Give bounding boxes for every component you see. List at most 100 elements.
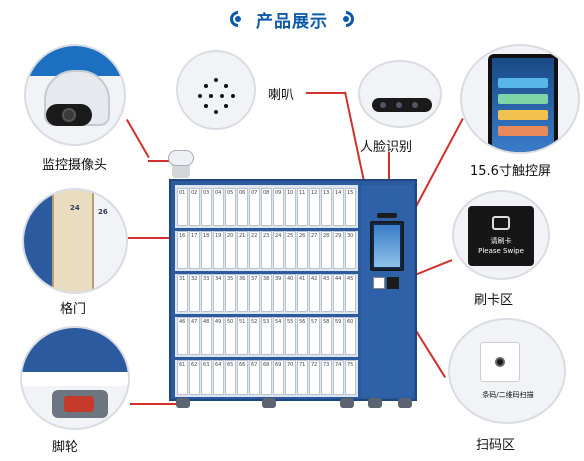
locker-door[interactable]: 60	[345, 317, 356, 355]
locker-door[interactable]: 29	[333, 231, 344, 269]
locker-door[interactable]: 42	[309, 274, 320, 312]
face-camera-bar-icon	[372, 98, 432, 112]
locker-door[interactable]: 54	[273, 317, 284, 355]
locker-door[interactable]: 37	[249, 274, 260, 312]
locker-door[interactable]: 61	[177, 360, 188, 395]
locker-door[interactable]: 58	[321, 317, 332, 355]
locker-door[interactable]: 16	[177, 231, 188, 269]
camera-label: 监控摄像头	[42, 158, 108, 173]
locker-door[interactable]: 05	[225, 188, 236, 226]
locker-door[interactable]: 13	[321, 188, 332, 226]
locker-door[interactable]: 57	[309, 317, 320, 355]
locker-door[interactable]: 12	[309, 188, 320, 226]
locker-door[interactable]: 39	[273, 274, 284, 312]
camera-lens-icon	[62, 108, 76, 122]
touchscreen-label: 15.6寸触控屏	[470, 164, 551, 179]
locker-door[interactable]: 32	[189, 274, 200, 312]
locker-door[interactable]: 64	[213, 360, 224, 395]
caster-wheel	[398, 398, 412, 408]
locker-door[interactable]: 18	[201, 231, 212, 269]
locker-door[interactable]: 23	[261, 231, 272, 269]
locker-door[interactable]: 31	[177, 274, 188, 312]
locker-door[interactable]: 03	[201, 188, 212, 226]
scanner-lens-icon	[495, 357, 505, 367]
face-camera-icon	[377, 213, 397, 218]
locker-door[interactable]: 28	[321, 231, 332, 269]
locker-door[interactable]: 07	[249, 188, 260, 226]
locker-door[interactable]: 45	[345, 274, 356, 312]
locker-door[interactable]: 65	[225, 360, 236, 395]
locker-door[interactable]: 73	[321, 360, 332, 395]
locker-door[interactable]: 17	[189, 231, 200, 269]
locker-door[interactable]: 26	[297, 231, 308, 269]
locker-door[interactable]: 47	[189, 317, 200, 355]
locker-door[interactable]: 41	[297, 274, 308, 312]
locker-door[interactable]: 34	[213, 274, 224, 312]
locker-door[interactable]: 08	[261, 188, 272, 226]
locker-door[interactable]: 09	[273, 188, 284, 226]
locker-door[interactable]: 14	[333, 188, 344, 226]
locker-row: 16 17 18 19 20 21 22 23 24 25 26 27 28 2…	[177, 231, 356, 269]
speaker-callout	[176, 50, 256, 130]
locker-door[interactable]: 52	[249, 317, 260, 355]
locker-door[interactable]: 20	[225, 231, 236, 269]
locker-door[interactable]: 70	[285, 360, 296, 395]
locker-door[interactable]: 50	[225, 317, 236, 355]
locker-door[interactable]: 55	[285, 317, 296, 355]
locker-door[interactable]: 35	[225, 274, 236, 312]
locker-door[interactable]: 66	[237, 360, 248, 395]
locker-door[interactable]: 59	[333, 317, 344, 355]
locker-door[interactable]: 63	[201, 360, 212, 395]
locker-door[interactable]: 67	[249, 360, 260, 395]
locker-door[interactable]: 04	[213, 188, 224, 226]
locker-door[interactable]: 01	[177, 188, 188, 226]
locker-door[interactable]: 06	[237, 188, 248, 226]
locker-door[interactable]: 75	[345, 360, 356, 395]
camera-callout-line	[126, 119, 150, 159]
locker-door[interactable]: 51	[237, 317, 248, 355]
locker-door[interactable]: 22	[249, 231, 260, 269]
door-number: 26	[98, 208, 108, 216]
door-panel	[52, 190, 94, 292]
locker-door[interactable]: 19	[213, 231, 224, 269]
scanner-window-small	[373, 277, 385, 289]
locker-door[interactable]: 53	[261, 317, 272, 355]
card-reader-small	[387, 277, 399, 289]
locker-door[interactable]: 40	[285, 274, 296, 312]
locker-door[interactable]: 30	[345, 231, 356, 269]
locker-door[interactable]: 27	[309, 231, 320, 269]
door-number: 24	[70, 204, 80, 212]
locker-door[interactable]: 33	[201, 274, 212, 312]
wheel-label: 脚轮	[52, 440, 79, 455]
locker-door[interactable]: 74	[333, 360, 344, 395]
locker-door[interactable]: 49	[213, 317, 224, 355]
locker-door[interactable]: 36	[237, 274, 248, 312]
wheel-callout	[20, 326, 130, 430]
locker-door[interactable]: 69	[273, 360, 284, 395]
locker-door[interactable]: 68	[261, 360, 272, 395]
wheel-callout-line	[130, 403, 180, 405]
locker-door[interactable]: 62	[189, 360, 200, 395]
locker-door[interactable]: 24	[273, 231, 284, 269]
locker-door[interactable]: 02	[189, 188, 200, 226]
locker-door[interactable]: 71	[297, 360, 308, 395]
locker-door[interactable]: 15	[345, 188, 356, 226]
locker-door[interactable]: 10	[285, 188, 296, 226]
section-title: 产品展示	[0, 6, 584, 32]
wheel-brake-icon	[64, 396, 94, 412]
locker-door[interactable]: 46	[177, 317, 188, 355]
locker-door[interactable]: 72	[309, 360, 320, 395]
locker-door[interactable]: 56	[297, 317, 308, 355]
locker-door[interactable]: 38	[261, 274, 272, 312]
locker-door[interactable]: 25	[285, 231, 296, 269]
locker-door[interactable]: 48	[201, 317, 212, 355]
scan-callout: 条码/二维码扫描	[448, 318, 566, 424]
control-panel	[361, 185, 413, 397]
caster-wheel	[368, 398, 382, 408]
locker-door[interactable]: 44	[333, 274, 344, 312]
caster-wheel	[340, 398, 354, 408]
touch-screen[interactable]	[370, 221, 404, 271]
locker-door[interactable]: 21	[237, 231, 248, 269]
locker-door[interactable]: 11	[297, 188, 308, 226]
locker-door[interactable]: 43	[321, 274, 332, 312]
